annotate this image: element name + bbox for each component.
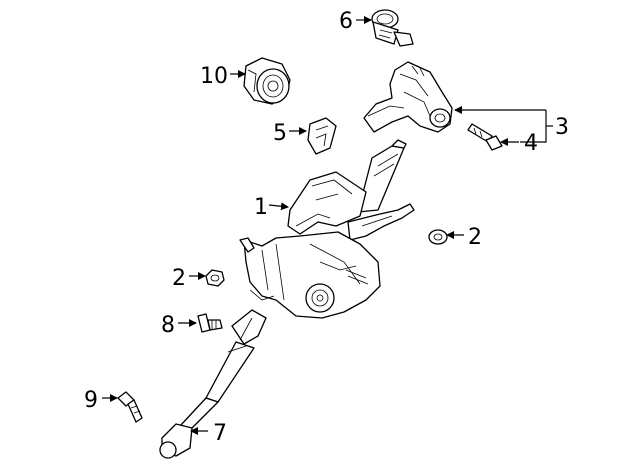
callout-4: 4 <box>524 131 538 156</box>
part-1-steering-column <box>239 139 415 319</box>
callout-2-left: 2 <box>172 266 186 291</box>
callout-5: 5 <box>273 121 287 146</box>
callout-10: 10 <box>200 64 228 89</box>
callout-9: 9 <box>84 388 98 413</box>
callout-1: 1 <box>254 195 268 220</box>
part-2-nut-left <box>205 269 225 287</box>
part-5-clip <box>307 117 337 155</box>
part-6-lock-cylinder <box>371 9 414 47</box>
leader-lines <box>102 16 553 435</box>
part-3-lock-housing <box>363 61 453 133</box>
part-7-intermediate-shaft <box>159 309 267 459</box>
part-2-nut-right <box>428 229 448 245</box>
callout-2-right: 2 <box>468 225 482 250</box>
callout-6: 6 <box>339 9 353 34</box>
part-9-bolt <box>117 391 143 423</box>
part-8-bolt <box>197 313 223 333</box>
part-10-transponder-ring <box>243 57 291 105</box>
callout-7: 7 <box>213 421 227 446</box>
callout-3: 3 <box>555 115 569 140</box>
part-4-bolt <box>467 123 503 151</box>
callout-8: 8 <box>161 313 175 338</box>
